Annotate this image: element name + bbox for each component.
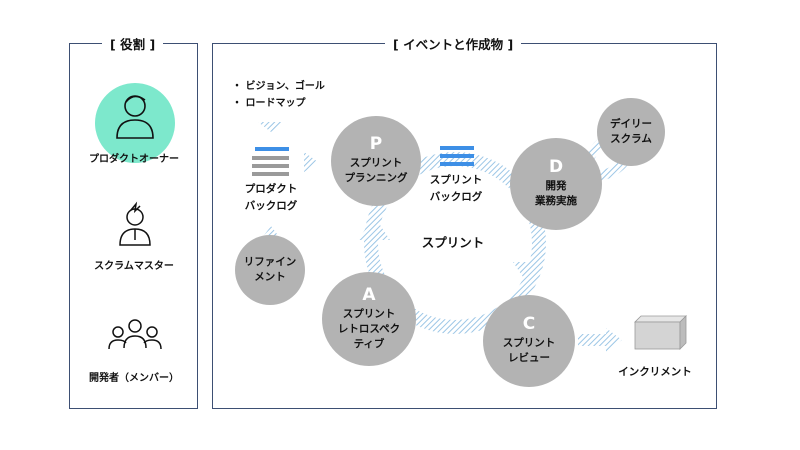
daily-scrum-line2: スクラム (610, 133, 652, 145)
planning-circle: P スプリント プランニング (331, 116, 421, 206)
backlog-to-planning-arrow (304, 152, 318, 172)
development-letter: D (548, 157, 564, 178)
cycle-arrow-right (513, 262, 545, 286)
roles-title-text: 役割 (120, 37, 146, 52)
roles-panel-title: [ 役割 ] (102, 34, 164, 53)
retrospective-line2: レトロスペク (337, 322, 401, 335)
events-panel-title: [ イベントと作成物 ] (385, 34, 522, 53)
retrospective-circle: A スプリント レトロスペク ティブ (322, 272, 416, 366)
role-product-owner: プロダクトオーナー (89, 154, 179, 165)
refinement-line1: リファイン (243, 255, 297, 268)
increment-label: インクリメント (618, 366, 692, 378)
daily-scrum-line1: デイリー (610, 117, 652, 130)
product-owner-icon (116, 95, 154, 139)
vision-down-arrow (258, 122, 284, 132)
daily-scrum-circle: デイリー スクラム (597, 98, 665, 166)
sprint-backlog-label-1: スプリント (429, 174, 483, 186)
planning-line2: プランニング (344, 172, 408, 185)
review-to-increment-shaft (578, 334, 608, 346)
bullet-roadmap: ・ ロードマップ (232, 98, 306, 109)
refinement-line2: メント (254, 271, 286, 283)
developers-icon (108, 319, 162, 350)
bullet-vision-goal: ・ ビジョン、ゴール (232, 81, 325, 92)
review-letter: C (522, 314, 536, 335)
development-circle: D 開発 業務実施 (510, 138, 602, 230)
events-title-text: イベントと作成物 (403, 37, 504, 52)
roles-panel: [ 役割 ] (69, 34, 198, 409)
planning-letter: P (369, 134, 383, 155)
events-panel: [ イベントと作成物 ] (212, 34, 717, 409)
scrum-master-icon (119, 201, 151, 246)
review-circle: C スプリント レビュー (483, 295, 575, 387)
refinement-circle: リファイン メント (235, 235, 305, 305)
retrospective-line3: ティブ (353, 337, 385, 350)
review-line2: レビュー (508, 352, 550, 365)
development-line2: 業務実施 (535, 195, 577, 208)
retrospective-line1: スプリント (342, 307, 396, 320)
review-to-increment-head (606, 328, 622, 352)
sprint-cycle-ring (364, 152, 546, 334)
role-scrum-master: スクラムマスター (94, 261, 174, 272)
cycle-arrow-left (358, 216, 390, 240)
product-backlog-label-1: プロダクト (244, 183, 298, 195)
sprint-label: スプリント (421, 235, 485, 250)
planning-line1: スプリント (349, 157, 403, 170)
increment-box-icon (634, 315, 687, 350)
development-line1: 開発 (545, 180, 567, 193)
role-developers: 開発者（メンバー） (89, 373, 179, 384)
retrospective-letter: A (362, 284, 376, 305)
review-line1: スプリント (502, 337, 556, 350)
product-owner-highlight (95, 83, 175, 163)
sprint-backlog-label-2: バックログ (429, 191, 483, 203)
product-backlog-label-2: バックログ (244, 200, 298, 212)
